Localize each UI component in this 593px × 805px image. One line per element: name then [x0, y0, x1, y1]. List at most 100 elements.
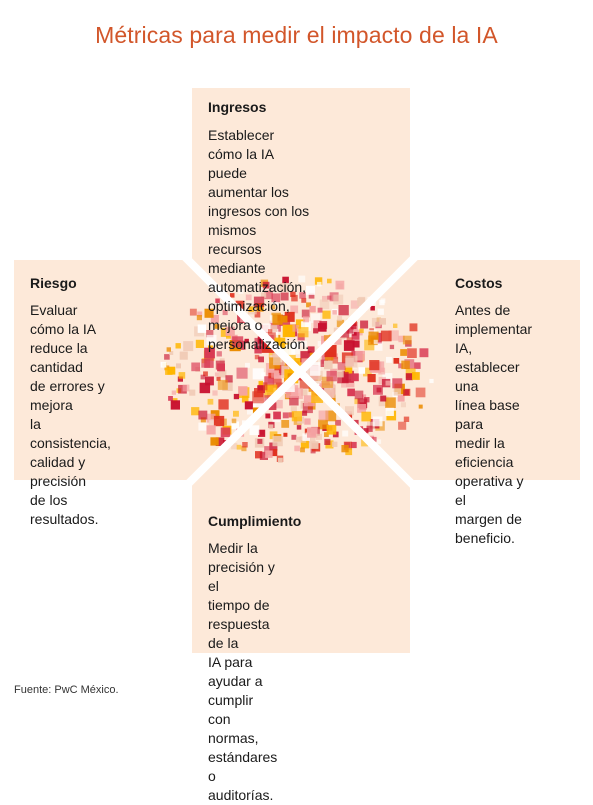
pixel-square: [260, 292, 267, 298]
pixel-square: [220, 427, 231, 438]
panel-cumplimiento-line: tiempo de respuesta de la: [208, 597, 270, 651]
pixel-square: [280, 315, 288, 323]
pixel-square: [176, 363, 181, 369]
pixel-square: [262, 323, 271, 332]
pixel-square: [288, 412, 294, 418]
pixel-square: [300, 351, 312, 363]
pixel-square: [385, 380, 391, 386]
pixel-square: [198, 422, 207, 431]
pixel-square: [204, 308, 214, 318]
pixel-square: [175, 343, 181, 349]
pixel-square: [385, 397, 396, 408]
pixel-square: [403, 389, 409, 396]
pixel-square: [164, 354, 170, 360]
pixel-square: [213, 415, 225, 427]
pixel-square: [257, 385, 264, 391]
panel-ingresos-line: Establecer cómo la IA: [208, 127, 275, 162]
pixel-square: [245, 362, 250, 368]
pixel-square: [203, 371, 208, 377]
pixel-square: [214, 324, 220, 329]
pixel-square: [407, 348, 417, 358]
pixel-square: [332, 310, 337, 315]
pixel-square: [277, 457, 283, 463]
pixel-square: [333, 294, 344, 305]
pixel-square: [200, 417, 206, 423]
pixel-square: [231, 418, 237, 424]
pixel-square: [336, 369, 344, 378]
pixel-square: [307, 427, 318, 438]
pixel-square: [160, 361, 167, 368]
pixel-square: [265, 450, 273, 458]
pixel-square: [362, 394, 367, 399]
pixel-square: [324, 438, 331, 445]
pixel-square: [291, 434, 297, 440]
pixel-square: [335, 280, 345, 290]
pixel-square: [335, 419, 341, 426]
pixel-square: [178, 372, 186, 379]
pixel-square: [369, 360, 380, 371]
pixel-square: [218, 369, 227, 378]
panel-costos-line: establecer una: [455, 359, 520, 394]
pixel-square: [380, 330, 392, 342]
pixel-square: [360, 320, 369, 329]
pixel-square: [355, 350, 365, 361]
pixel-square: [367, 374, 376, 383]
pixel-square: [254, 388, 264, 398]
pixel-square: [244, 338, 249, 344]
pixel-square: [191, 407, 200, 416]
pixel-square: [315, 433, 322, 440]
pixel-square: [230, 293, 235, 298]
pixel-square: [326, 424, 337, 435]
pixel-square: [251, 401, 264, 413]
pixel-square: [350, 323, 357, 330]
panel-costos-line: margen de: [455, 511, 522, 527]
panel-ingresos-line: optimización, mejora o: [208, 298, 290, 333]
pixel-square: [179, 351, 188, 360]
pixel-square: [351, 373, 359, 382]
pixel-square: [361, 439, 369, 447]
panel-costos-line: Antes de: [455, 302, 511, 318]
pixel-square: [166, 347, 171, 352]
pixel-square: [319, 321, 328, 329]
pixel-square: [210, 437, 219, 446]
pixel-square: [168, 396, 173, 401]
pixel-square: [341, 445, 349, 453]
pixel-square: [371, 436, 377, 442]
pixel-square: [415, 387, 426, 398]
pixel-square: [191, 362, 200, 372]
pixel-square: [309, 305, 316, 313]
pixel-square: [236, 367, 248, 379]
pixel-square: [337, 371, 349, 384]
pixel-square: [369, 435, 375, 441]
pixel-square: [290, 305, 299, 314]
pixel-square: [252, 368, 264, 380]
pixel-square: [201, 358, 211, 368]
pixel-square: [338, 305, 349, 316]
pixel-square: [247, 405, 257, 415]
page-title: Métricas para medir el impacto de la IA: [95, 22, 498, 48]
pixel-square: [231, 421, 239, 430]
pixel-square: [291, 294, 298, 302]
pixel-square: [258, 380, 263, 386]
pixel-square: [389, 344, 395, 350]
pixel-square: [282, 276, 289, 284]
pixel-square: [412, 372, 420, 380]
pixel-square: [254, 337, 266, 350]
pixel-square: [257, 438, 263, 444]
pixel-square: [371, 317, 381, 327]
pixel-square: [307, 442, 313, 449]
pixel-square: [248, 306, 254, 312]
pixel-square: [337, 362, 346, 371]
pixel-square: [352, 340, 360, 348]
panel-costos-line: operativa y el: [455, 473, 524, 508]
pixel-square: [214, 372, 219, 377]
pixel-square: [392, 378, 403, 389]
pixel-square: [169, 351, 174, 355]
pixel-square: [206, 330, 214, 338]
pixel-square: [271, 293, 281, 303]
pixel-square: [301, 389, 308, 396]
pixel-square: [235, 300, 245, 310]
pixel-square: [283, 432, 288, 437]
pixel-square: [212, 390, 218, 396]
pixel-square: [302, 433, 310, 441]
